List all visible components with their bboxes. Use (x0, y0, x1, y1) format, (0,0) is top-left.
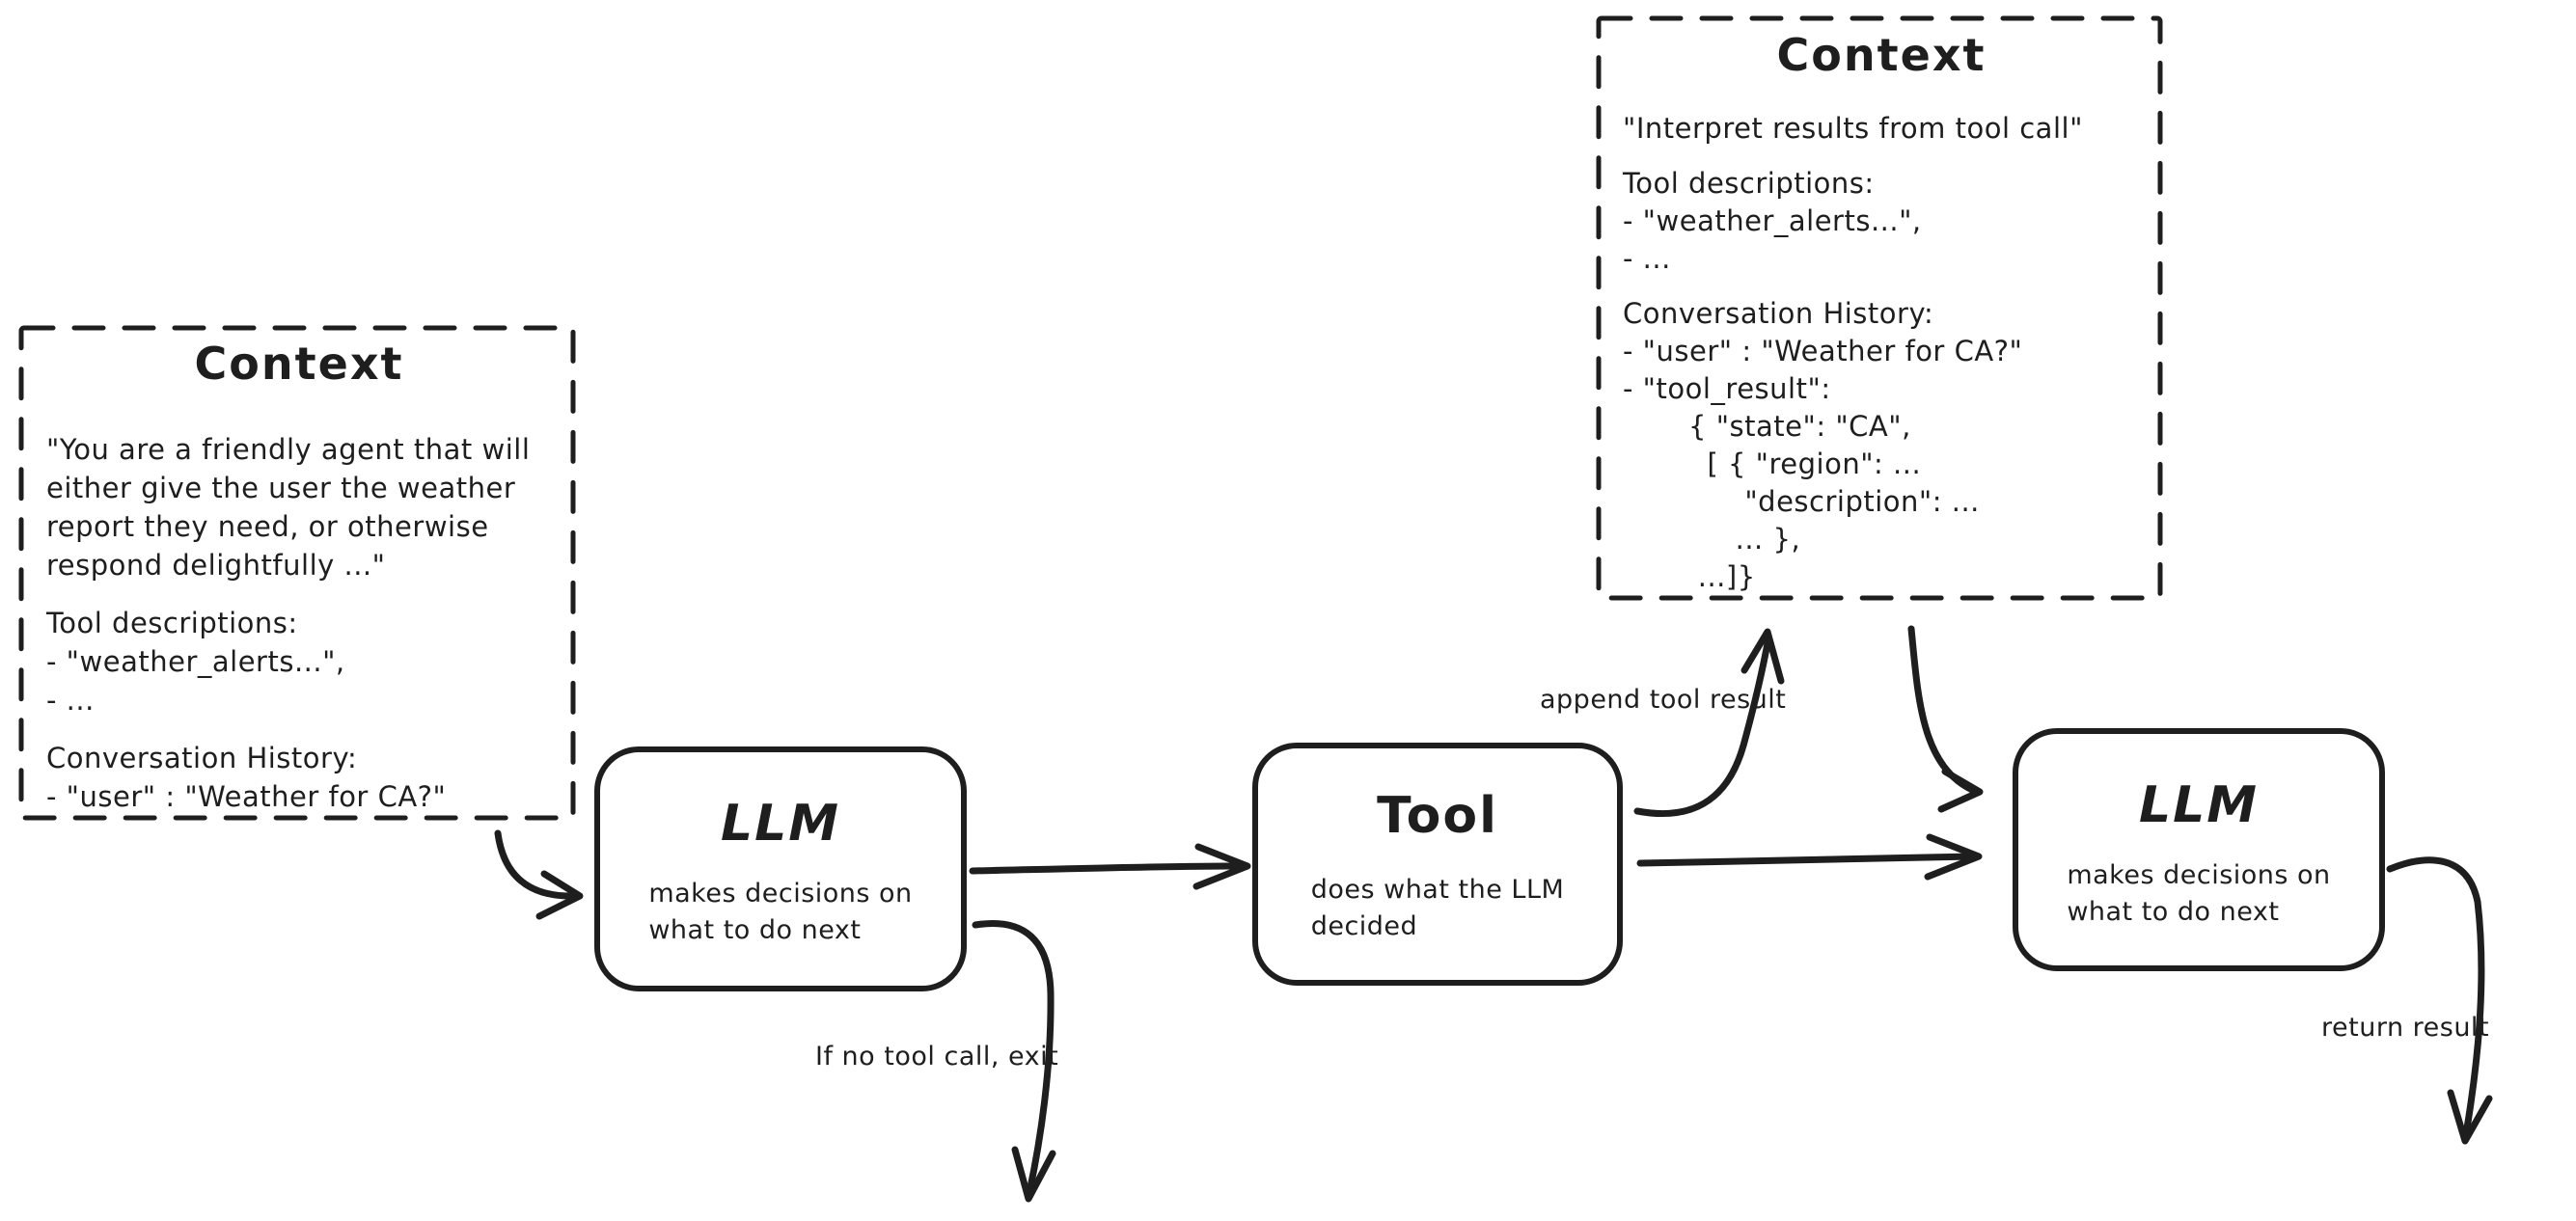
context-tool-result-line (1623, 278, 2140, 295)
context-tool-result-line: { "state": "CA", (1623, 410, 1911, 443)
context-tool-result-line: Conversation History: (1623, 297, 1934, 330)
context-initial-border (18, 325, 576, 821)
llm-node-second-subtitle: makes decisions on what to do next (2067, 857, 2330, 931)
llm-node-first: LLM makes decisions on what to do next (594, 746, 967, 991)
tool-node: Tool does what the LLM decided (1252, 743, 1623, 986)
arrow-return-result (2386, 856, 2493, 1145)
arrow-context-to-llm2 (1907, 625, 1984, 813)
arrow-llm-to-tool (969, 843, 1251, 890)
context-box-with-tool-result: Context "Interpret results from tool cal… (1623, 29, 2140, 596)
llm-node-first-subtitle-line: makes decisions on (648, 879, 913, 909)
context-tool-result-line: Tool descriptions: (1623, 167, 1875, 200)
tool-node-subtitle: does what the LLM decided (1311, 872, 1565, 945)
context-tool-result-title: Context (1776, 29, 1987, 81)
tool-node-subtitle-line: does what the LLM (1310, 875, 1565, 905)
context-tool-result-line (1623, 148, 2140, 165)
arrow-tool-to-llm (1636, 833, 1983, 881)
context-initial-line (46, 584, 552, 604)
context-tool-result-line: - "user" : "Weather for CA?" (1623, 335, 2023, 367)
context-initial-line: Tool descriptions: (46, 607, 298, 639)
context-initial-line (46, 719, 552, 739)
context-initial-line: "You are a friendly agent that will (46, 433, 531, 466)
llm-node-first-subtitle-line: what to do next (648, 915, 862, 945)
arrow-context-to-llm (494, 829, 584, 920)
context-tool-result-line: "Interpret results from tool call" (1623, 112, 2083, 145)
context-initial-line: - "user" : "Weather for CA?" (46, 780, 447, 813)
context-tool-result-line: [ { "region": ... (1623, 448, 1922, 480)
context-initial-line: report they need, or otherwise (46, 510, 489, 543)
context-initial-line: Conversation History: (46, 742, 358, 774)
arrow-exit (972, 920, 1056, 1203)
edge-label-return-result: return result (2321, 1013, 2490, 1043)
context-tool-result-line: "description": ... (1623, 485, 1980, 518)
context-tool-result-line: ... }, (1623, 523, 1801, 556)
arrow-append-tool-result (1633, 628, 1785, 818)
context-box-initial: Context "You are a friendly agent that w… (46, 338, 552, 816)
edge-label-append-tool-result: append tool result (1540, 685, 1787, 715)
context-tool-result-line: - "weather_alerts...", (1623, 204, 1922, 237)
edge-label-no-tool-call-exit: If no tool call, exit (815, 1042, 1059, 1072)
llm-node-second-subtitle-line: makes decisions on (2067, 860, 2331, 890)
llm-node-second-subtitle-line: what to do next (2067, 897, 2280, 927)
context-initial-line: respond delightfully ..." (46, 549, 386, 582)
context-initial-title: Context (194, 338, 404, 390)
context-initial-line: - ... (46, 684, 95, 717)
context-initial-line: either give the user the weather (46, 472, 516, 504)
llm-node-second-title: LLM (2138, 776, 2259, 834)
context-initial-line: - "weather_alerts...", (46, 645, 345, 678)
context-tool-result-line: - "tool_result": (1623, 372, 1831, 405)
llm-node-first-subtitle: makes decisions on what to do next (648, 876, 912, 949)
llm-node-first-title: LLM (720, 795, 840, 853)
context-tool-result-line: ...]} (1623, 560, 1756, 593)
tool-node-title: Tool (1377, 787, 1498, 845)
llm-node-second: LLM makes decisions on what to do next (2013, 728, 2385, 971)
context-tool-result-border (1596, 15, 2163, 601)
tool-node-subtitle-line: decided (1310, 911, 1418, 941)
context-tool-result-line: - ... (1623, 242, 1671, 275)
